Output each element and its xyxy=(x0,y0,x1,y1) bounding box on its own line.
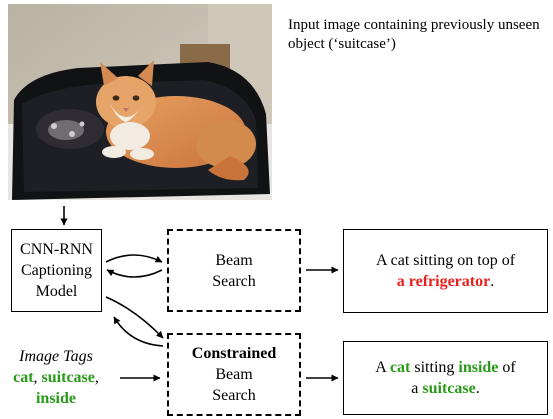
out2-word-a: A xyxy=(375,359,386,376)
output-top-suffix: . xyxy=(490,273,495,290)
arrow-constrained-to-model xyxy=(113,316,164,347)
out2-word-suitcase: suitcase xyxy=(422,380,476,397)
cat-in-suitcase-image xyxy=(8,4,272,200)
out2-word-sitting: sitting xyxy=(414,359,455,376)
captioning-model-box: CNN-RNN Captioning Model xyxy=(11,229,102,312)
constrained-label: Constrained xyxy=(191,345,277,362)
image-tags: Image Tags cat, suitcase, inside xyxy=(0,346,112,409)
out2-word-cat: cat xyxy=(389,359,411,376)
output-caption-box-top: A cat sitting on top of a refrigerator. xyxy=(343,229,548,313)
out2-word-of: of xyxy=(502,359,516,376)
constrained-line-3: Search xyxy=(212,387,256,404)
beam-line-2: Search xyxy=(212,272,256,290)
tag-cat: cat xyxy=(13,369,34,386)
input-photo xyxy=(8,4,272,200)
tag-sep-2: , xyxy=(94,369,99,386)
model-line-1: CNN-RNN xyxy=(20,241,93,258)
beam-line-1: Beam xyxy=(215,251,253,269)
output-top-prefix: A cat sitting on top of xyxy=(375,252,516,269)
arrow-model-to-constrained xyxy=(105,296,164,339)
out2-period: . xyxy=(475,380,480,397)
input-image-caption: Input image containing previously unseen… xyxy=(288,17,540,52)
tag-inside: inside xyxy=(35,390,76,407)
arrow-beam-to-model xyxy=(106,269,163,278)
model-line-3: Model xyxy=(35,283,78,300)
constrained-beam-search-box: Constrained Beam Search xyxy=(167,333,301,416)
tag-suitcase: suitcase xyxy=(41,369,95,386)
model-line-2: Captioning xyxy=(20,262,93,279)
tag-sep-1: , xyxy=(33,369,38,386)
out2-word-a2: a xyxy=(411,380,419,397)
constrained-line-2: Beam xyxy=(215,366,253,383)
beam-search-box: Beam Search xyxy=(167,229,301,312)
arrow-model-to-beam xyxy=(105,254,163,263)
output-top-highlight: a refrigerator xyxy=(396,273,491,290)
image-tags-title: Image Tags xyxy=(19,348,93,365)
out2-word-inside: inside xyxy=(458,359,499,376)
output-caption-box-bottom: A cat sitting inside of a suitcase. xyxy=(343,341,548,415)
